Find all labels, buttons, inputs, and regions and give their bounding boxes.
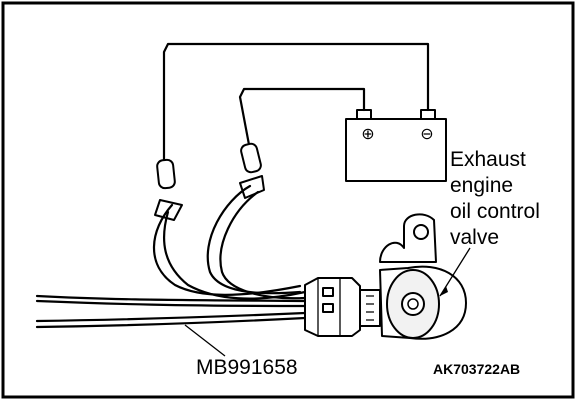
harness-lead-4 (219, 190, 307, 300)
valve-label-line-3: oil control (450, 200, 540, 223)
battery-body (345, 118, 447, 182)
battery: ⊕ ⊖ (345, 109, 447, 182)
tool-leader-line (184, 324, 226, 357)
negative-wire (162, 42, 430, 172)
figure-code: AK703722AB (433, 361, 520, 377)
loose-wire-4 (35, 316, 307, 329)
valve-label-line-4: valve (450, 226, 499, 249)
alligator-clip-left (154, 158, 183, 221)
valve-label-line-2: engine (450, 174, 513, 197)
loose-wire-2 (35, 299, 307, 308)
loose-wire-3 (35, 311, 307, 323)
loose-wire-1 (35, 294, 307, 303)
oil-control-valve (379, 213, 467, 340)
valve-label-line-1: Exhaust (450, 148, 526, 171)
tool-label: MB991658 (196, 356, 298, 379)
harness-lead-3 (206, 184, 302, 295)
harness-connector (304, 277, 381, 337)
battery-positive-symbol: ⊕ (361, 126, 374, 143)
positive-wire (238, 87, 366, 152)
battery-negative-symbol: ⊖ (420, 126, 433, 143)
harness-lead-2 (162, 210, 307, 300)
valve-leader-arrow (440, 286, 448, 296)
valve-mount-hole (413, 224, 429, 240)
